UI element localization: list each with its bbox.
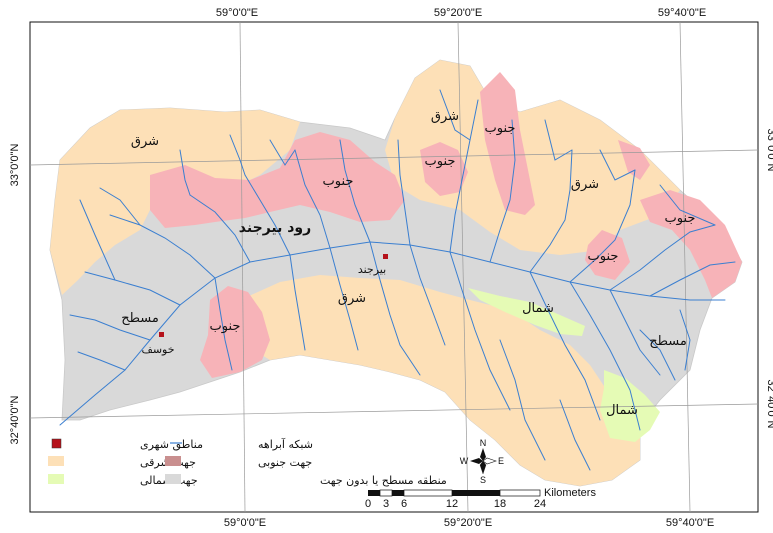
- coord-left-1: 33°0'0"N: [9, 144, 21, 187]
- scale-tick-12: 12: [446, 498, 458, 510]
- coord-left-2: 32°40'0"N: [9, 395, 21, 444]
- legend-label-flat: منطقه مسطح یا بدون جهت: [320, 474, 447, 487]
- south-zone-northeast: [480, 72, 535, 215]
- legend-swatch-urban: [51, 438, 62, 449]
- coord-top-1: 59°0'0"E: [216, 7, 258, 19]
- south-zone-southwest: [200, 286, 270, 378]
- urban-point-birjand: [383, 254, 388, 259]
- coord-bottom-2: 59°20'0"E: [444, 517, 492, 529]
- north-arrow-e-letter: E: [498, 456, 504, 466]
- scale-tick-6: 6: [401, 498, 407, 510]
- scale-bar: 0 3 6 12 18 24 Kilometers: [365, 487, 597, 510]
- label-north-southeast: شمال: [606, 403, 638, 418]
- label-south-east: جنوب: [665, 211, 696, 226]
- legend-label-urban: مناطق شهری: [140, 438, 203, 452]
- legend-label-drainage: شبکه آبراهه: [258, 437, 313, 451]
- coord-bottom-3: 59°40'0"E: [666, 517, 714, 529]
- label-flat-west: مسطح: [121, 311, 159, 326]
- label-south-north: جنوب: [323, 174, 354, 189]
- label-city-birjand: بیرجند: [358, 263, 386, 276]
- scale-unit: Kilometers: [544, 487, 596, 499]
- label-east-northcentral: شرق: [431, 109, 459, 124]
- label-north-central: شمال: [522, 301, 554, 316]
- north-arrow-s-letter: S: [480, 475, 486, 485]
- label-city-khusf: خوسف: [141, 343, 174, 356]
- scale-tick-18: 18: [494, 498, 506, 510]
- scale-tick-3: 3: [383, 498, 389, 510]
- coord-bottom-1: 59°0'0"E: [224, 517, 266, 529]
- north-arrow-n-letter: N: [480, 438, 487, 448]
- north-arrow: N S E W: [460, 438, 504, 485]
- north-zone-central: [468, 288, 585, 336]
- south-zone-northeast-small: [618, 140, 650, 180]
- legend-swatch-north: [48, 474, 64, 484]
- east-zone-northeast: [385, 60, 680, 255]
- east-zone-south-central: [235, 275, 640, 486]
- south-zone-north: [150, 132, 405, 228]
- north-arrow-w-letter: W: [460, 456, 469, 466]
- legend-swatch-south: [165, 456, 181, 466]
- south-zone-central-north: [420, 142, 468, 196]
- north-arrow-north-icon: [480, 448, 486, 461]
- legend-swatch-east: [48, 456, 64, 466]
- label-east-central: شرق: [338, 291, 366, 306]
- label-flat-east: مسطح: [649, 334, 687, 349]
- north-arrow-west-icon: [470, 458, 483, 464]
- label-river-birjand: رود بیرجند: [239, 220, 311, 236]
- graticule: [29, 21, 759, 513]
- label-south-southwest: جنوب: [210, 319, 241, 334]
- drainage-network: [59, 89, 736, 471]
- south-zone-east-small: [585, 230, 630, 280]
- coord-top-3: 59°40'0"E: [658, 7, 706, 19]
- legend-label-south: جهت جنوبی: [258, 456, 312, 469]
- coord-top-2: 59°20'0"E: [434, 7, 482, 19]
- south-zone-east: [640, 190, 742, 298]
- label-south-northcentral: جنوب: [425, 154, 456, 169]
- label-east-northwest: شرق: [131, 134, 159, 149]
- scale-tick-24: 24: [534, 498, 546, 510]
- label-east-northeast: شرق: [571, 177, 599, 192]
- coord-right-2: 32°40'0"N: [765, 380, 773, 429]
- legend: مناطق شهری شبکه آبراهه جهت شرقی جهت جنوب…: [48, 437, 447, 487]
- legend-swatch-flat: [165, 474, 181, 484]
- north-zone-southeast: [600, 370, 660, 442]
- label-south-east-small: جنوب: [588, 249, 619, 264]
- urban-point-khusf: [159, 332, 164, 337]
- label-south-northeast: جنوب: [485, 121, 516, 136]
- scale-tick-0: 0: [365, 498, 371, 510]
- coord-right-1: 33°0'0"N: [765, 129, 773, 172]
